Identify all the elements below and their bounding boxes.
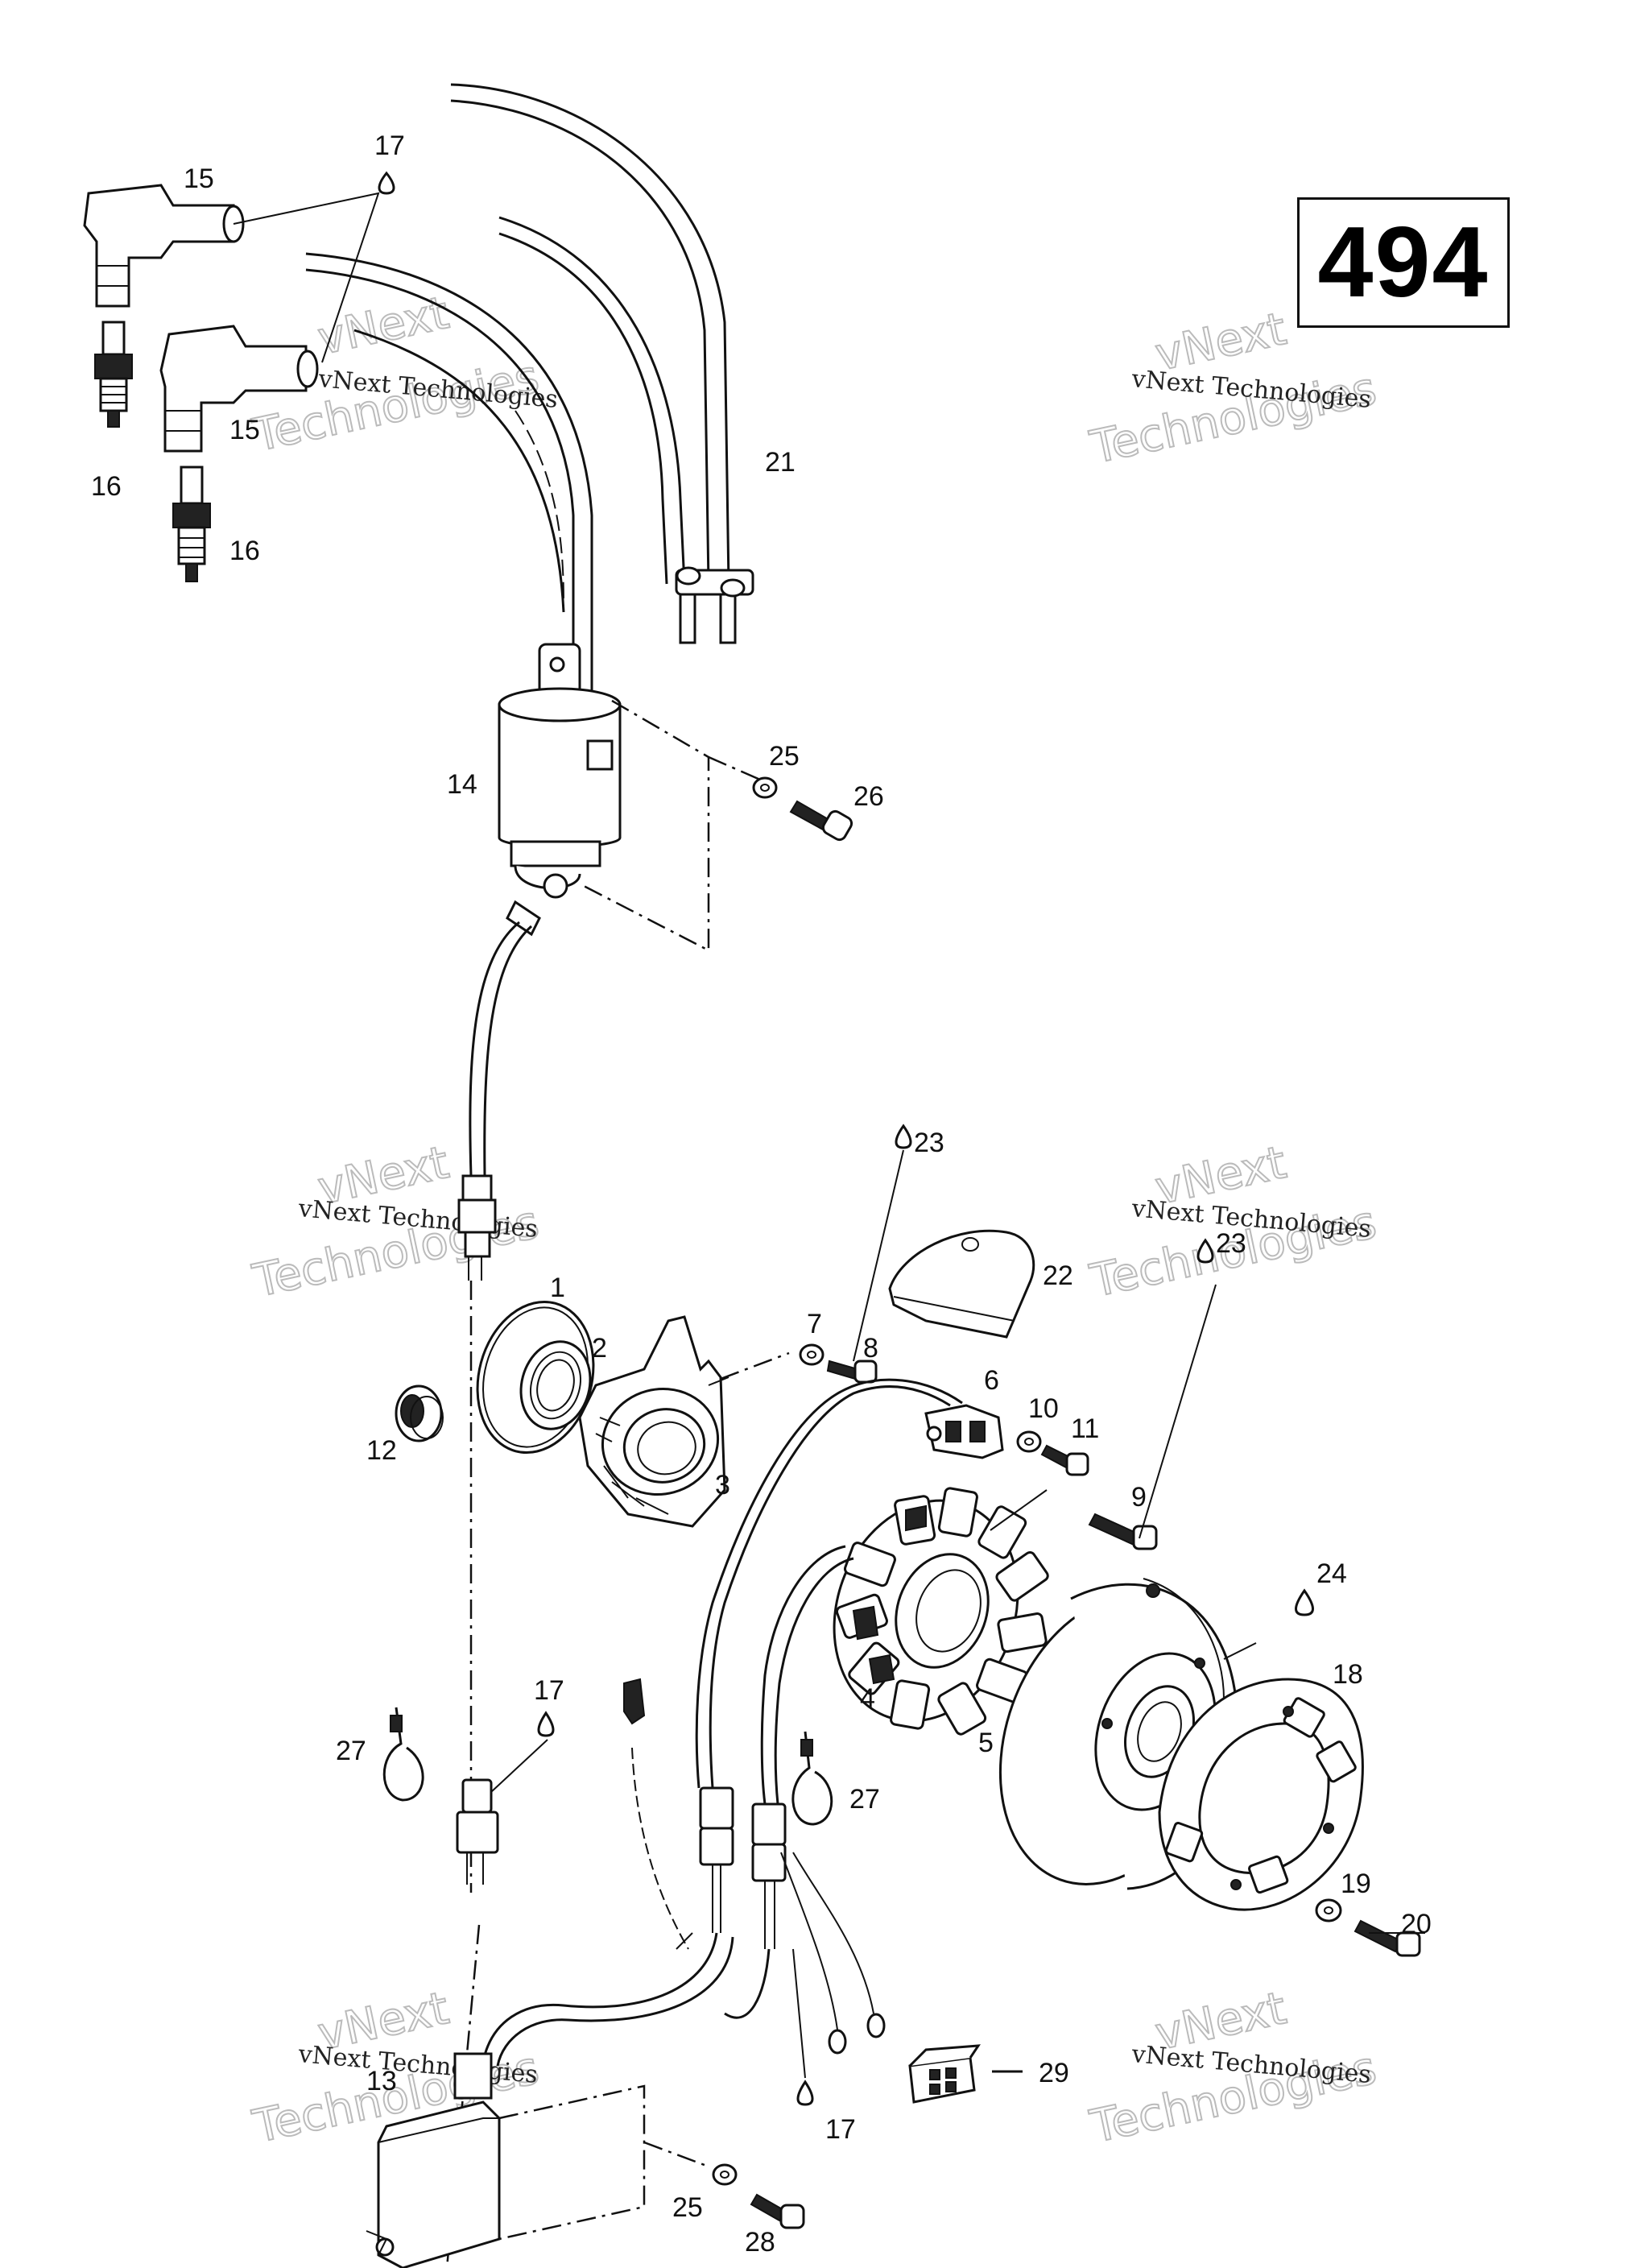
screw-28 <box>750 2193 805 2229</box>
callout-12: 12 <box>366 1435 397 1466</box>
callout-labels: 17 15 15 16 16 21 14 25 26 23 23 22 1 2 … <box>91 130 1432 2258</box>
tie-wrap-left <box>382 1707 424 1802</box>
callout-16: 16 <box>229 536 260 566</box>
lubricant-droplet-icon <box>378 171 1314 2106</box>
callout-2: 2 <box>592 1333 607 1364</box>
connector-housing <box>908 2044 981 2104</box>
screw-upper <box>789 800 853 842</box>
callout-29: 29 <box>1039 2058 1069 2088</box>
washer-10 <box>1016 1430 1042 1453</box>
callout-1: 1 <box>550 1273 565 1303</box>
spark-plug-cap-upper <box>83 184 245 308</box>
washer-lower <box>712 2163 738 2186</box>
washer-upper <box>752 776 778 799</box>
tie-wrap-right <box>791 1731 833 1826</box>
callout-23: 23 <box>1216 1228 1246 1259</box>
callout-23: 23 <box>914 1128 944 1158</box>
callout-11: 11 <box>1071 1413 1099 1444</box>
grommet <box>395 1384 444 1442</box>
callout-27: 27 <box>849 1784 880 1815</box>
stator <box>833 1487 1049 1736</box>
watermark-top-right: vNext Technologies vNext Technologies <box>1085 302 1381 475</box>
callout-7: 7 <box>807 1309 822 1339</box>
screw-9 <box>1088 1513 1158 1550</box>
cover <box>888 1229 1035 1339</box>
trigger-coil <box>924 1404 1004 1459</box>
page-number: 494 <box>1317 207 1490 318</box>
mid-connector <box>457 1174 497 1281</box>
callout-25: 25 <box>769 741 800 772</box>
callout-6: 6 <box>984 1365 999 1396</box>
watermark-bottom-right: vNext Technologies vNext Technologies <box>1085 1981 1381 2154</box>
screw-11 <box>1040 1444 1089 1476</box>
washer-19 <box>1315 1898 1342 1922</box>
callout-17: 17 <box>825 2114 856 2145</box>
small-clip <box>623 1678 646 1725</box>
callout-3: 3 <box>715 1470 730 1500</box>
watermark-mid-right: vNext Technologies vNext Technologies <box>1085 1136 1381 1309</box>
ignition-coil <box>498 643 622 937</box>
stator-housing <box>578 1315 726 1528</box>
callout-15: 15 <box>229 415 260 445</box>
callout-17: 17 <box>374 130 405 161</box>
screw-20 <box>1354 1919 1421 1957</box>
callout-9: 9 <box>1131 1482 1147 1513</box>
callout-4: 4 <box>860 1683 875 1714</box>
callout-26: 26 <box>853 781 884 812</box>
callout-17: 17 <box>534 1675 564 1706</box>
callout-18: 18 <box>1333 1659 1363 1690</box>
callout-16: 16 <box>91 471 122 502</box>
callout-20: 20 <box>1401 1909 1432 1939</box>
washer-7 <box>799 1343 824 1366</box>
harness-connectors <box>456 1778 886 2067</box>
oil-seal <box>519 1340 592 1430</box>
watermark-mid-left: vNext Technologies vNext Technologies <box>247 1136 543 1309</box>
callout-13: 13 <box>366 2066 397 2096</box>
callout-10: 10 <box>1028 1393 1059 1424</box>
callout-19: 19 <box>1341 1869 1371 1899</box>
callout-5: 5 <box>978 1728 994 1758</box>
callout-8: 8 <box>863 1333 878 1364</box>
callout-27: 27 <box>336 1736 366 1766</box>
cdi-module <box>366 2052 501 2268</box>
callout-22: 22 <box>1043 1260 1073 1291</box>
callout-25: 25 <box>672 2192 703 2223</box>
callout-14: 14 <box>447 769 477 800</box>
spark-plug-lower <box>172 466 211 582</box>
callout-15: 15 <box>184 163 214 194</box>
screw-8 <box>826 1360 878 1384</box>
drive-hub <box>1158 1678 1364 1911</box>
callout-24: 24 <box>1316 1558 1347 1589</box>
page-number-box: 494 <box>1297 197 1510 328</box>
high-tension-cables <box>305 83 754 741</box>
spark-plug-cap-lower <box>159 325 319 453</box>
spark-plug-upper <box>94 321 133 428</box>
callout-21: 21 <box>765 447 796 478</box>
callout-28: 28 <box>745 2227 775 2258</box>
